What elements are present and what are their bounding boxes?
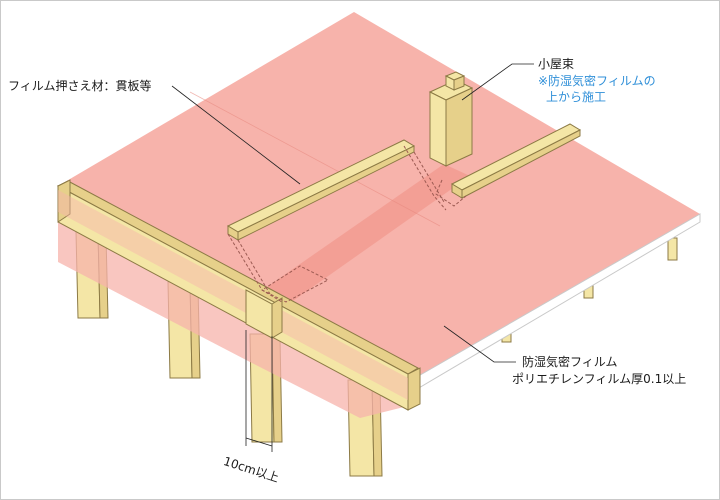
batten-right xyxy=(450,123,582,199)
label-film-holder: フィルム押さえ材：貫板等 xyxy=(8,79,152,93)
joint-post xyxy=(245,289,283,339)
label-strut-note-2: 上から施工 xyxy=(546,90,607,104)
label-strut-note-1: ※防湿気密フィルムの xyxy=(538,74,656,88)
label-small-strut: 小屋束 xyxy=(538,57,575,71)
overlap-dimension xyxy=(245,330,273,452)
batten-left xyxy=(226,139,416,241)
label-film: 防湿気密フィルム xyxy=(522,355,618,369)
label-film-spec: ポリエチレンフィルム厚0.1以上 xyxy=(512,372,687,386)
vapor-film xyxy=(58,12,700,382)
small-strut xyxy=(428,71,474,167)
projection-lines xyxy=(227,145,467,303)
front-beam xyxy=(56,179,421,411)
leader-lines xyxy=(171,63,534,363)
film-overlap-band xyxy=(254,164,470,310)
